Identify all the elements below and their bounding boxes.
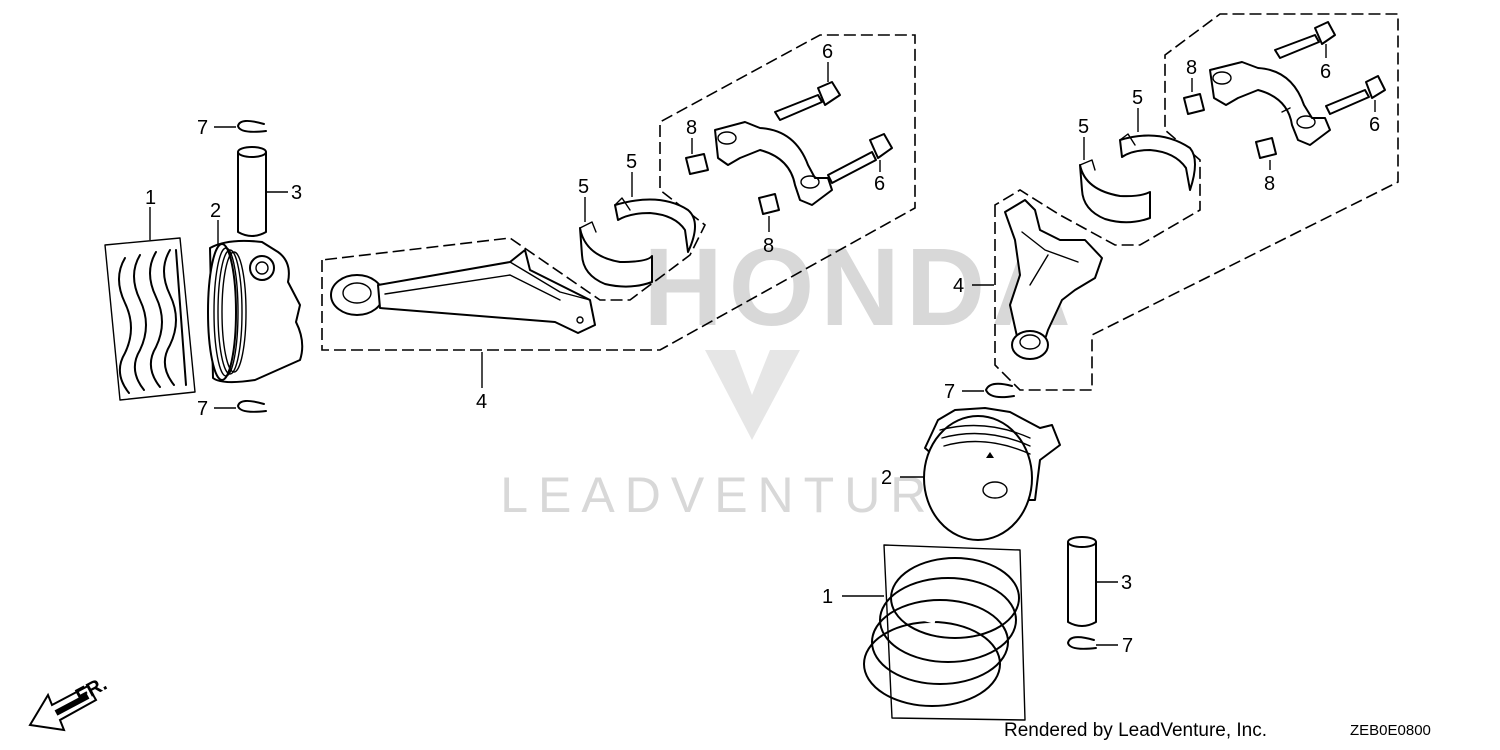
- right-pin-callout: 3: [1121, 572, 1132, 594]
- left-rod-group-frame: [321, 34, 916, 351]
- right-clip-bottom-callout: 7: [1122, 635, 1133, 657]
- left-piston-ring-set[interactable]: [104, 237, 196, 401]
- left-connecting-rod[interactable]: [330, 249, 596, 334]
- watermark: HONDA LEADVENTURE: [500, 226, 1076, 523]
- mid-dowel-b[interactable]: [758, 193, 780, 215]
- watermark-brand: HONDA: [643, 226, 1076, 349]
- mid-bolt-bottom[interactable]: [827, 133, 893, 184]
- right-piston-ring-set[interactable]: [863, 544, 1026, 721]
- mid-rod-cap[interactable]: [714, 121, 833, 206]
- mid-bearing-a-callout: 5: [578, 176, 589, 198]
- right-rod-cap[interactable]: [1209, 61, 1331, 146]
- right-rod-group-frame: [994, 13, 1399, 391]
- right-clip-top[interactable]: [985, 382, 1015, 399]
- left-clip-top-callout: 7: [197, 117, 208, 139]
- left-piston-pin[interactable]: [237, 146, 267, 237]
- right-clip-top-callout: 7: [944, 381, 955, 403]
- mid-bearing-lower[interactable]: [579, 221, 653, 288]
- mid-bearing-upper[interactable]: [614, 197, 696, 253]
- right-bolt-c[interactable]: [1281, 107, 1291, 113]
- render-credit: Rendered by LeadVenture, Inc.: [1004, 720, 1268, 741]
- left-piston-callout: 2: [210, 200, 221, 222]
- right-bolt-b[interactable]: [1325, 75, 1386, 115]
- left-assembly: 1 2 3 7 7: [104, 117, 304, 420]
- left-pin-callout: 3: [291, 182, 302, 204]
- right-connecting-rod[interactable]: [1004, 199, 1103, 360]
- right-dowel-a-callout: 8: [1186, 57, 1197, 79]
- left-clip-bottom[interactable]: [237, 400, 267, 413]
- mid-dowel-a-callout: 8: [686, 117, 697, 139]
- right-bolt-b-callout: 6: [1369, 114, 1380, 136]
- right-rod-callout: 4: [953, 275, 964, 297]
- right-bearing-upper[interactable]: [1119, 133, 1196, 191]
- right-dowel-a[interactable]: [1183, 93, 1205, 115]
- right-bolt-a[interactable]: [1274, 21, 1336, 59]
- right-clip-bottom[interactable]: [1067, 636, 1097, 650]
- mid-bolt-bottom-callout: 6: [874, 173, 885, 195]
- right-bearing-a-callout: 5: [1078, 116, 1089, 138]
- watermark-company: LEADVENTURE: [500, 467, 980, 523]
- front-indicator: FR.: [28, 673, 111, 732]
- mid-bearing-b-callout: 5: [626, 151, 637, 173]
- right-piston[interactable]: [923, 407, 1061, 541]
- left-rod-callout: 4: [476, 391, 487, 413]
- right-bolt-a-callout: 6: [1320, 61, 1331, 83]
- mid-bolt-top-callout: 6: [822, 41, 833, 63]
- right-dowel-b-callout: 8: [1264, 173, 1275, 195]
- diagram-code: ZEB0E0800: [1350, 722, 1431, 739]
- mid-bolt-top[interactable]: [774, 81, 841, 121]
- left-piston[interactable]: [207, 239, 304, 384]
- mid-dowel-b-callout: 8: [763, 235, 774, 257]
- left-clip-top[interactable]: [237, 120, 267, 133]
- right-bearing-lower[interactable]: [1079, 159, 1151, 224]
- left-ring-set-callout: 1: [145, 187, 156, 209]
- watermark-logo-icon: [705, 350, 800, 440]
- right-piston-pin[interactable]: [1067, 536, 1097, 627]
- right-ring-set-callout: 1: [822, 586, 833, 608]
- right-bearing-b-callout: 5: [1132, 87, 1143, 109]
- mid-dowel-a[interactable]: [685, 153, 709, 175]
- right-dowel-b[interactable]: [1255, 137, 1277, 159]
- left-clip-bottom-callout: 7: [197, 398, 208, 420]
- right-piston-callout: 2: [881, 467, 892, 489]
